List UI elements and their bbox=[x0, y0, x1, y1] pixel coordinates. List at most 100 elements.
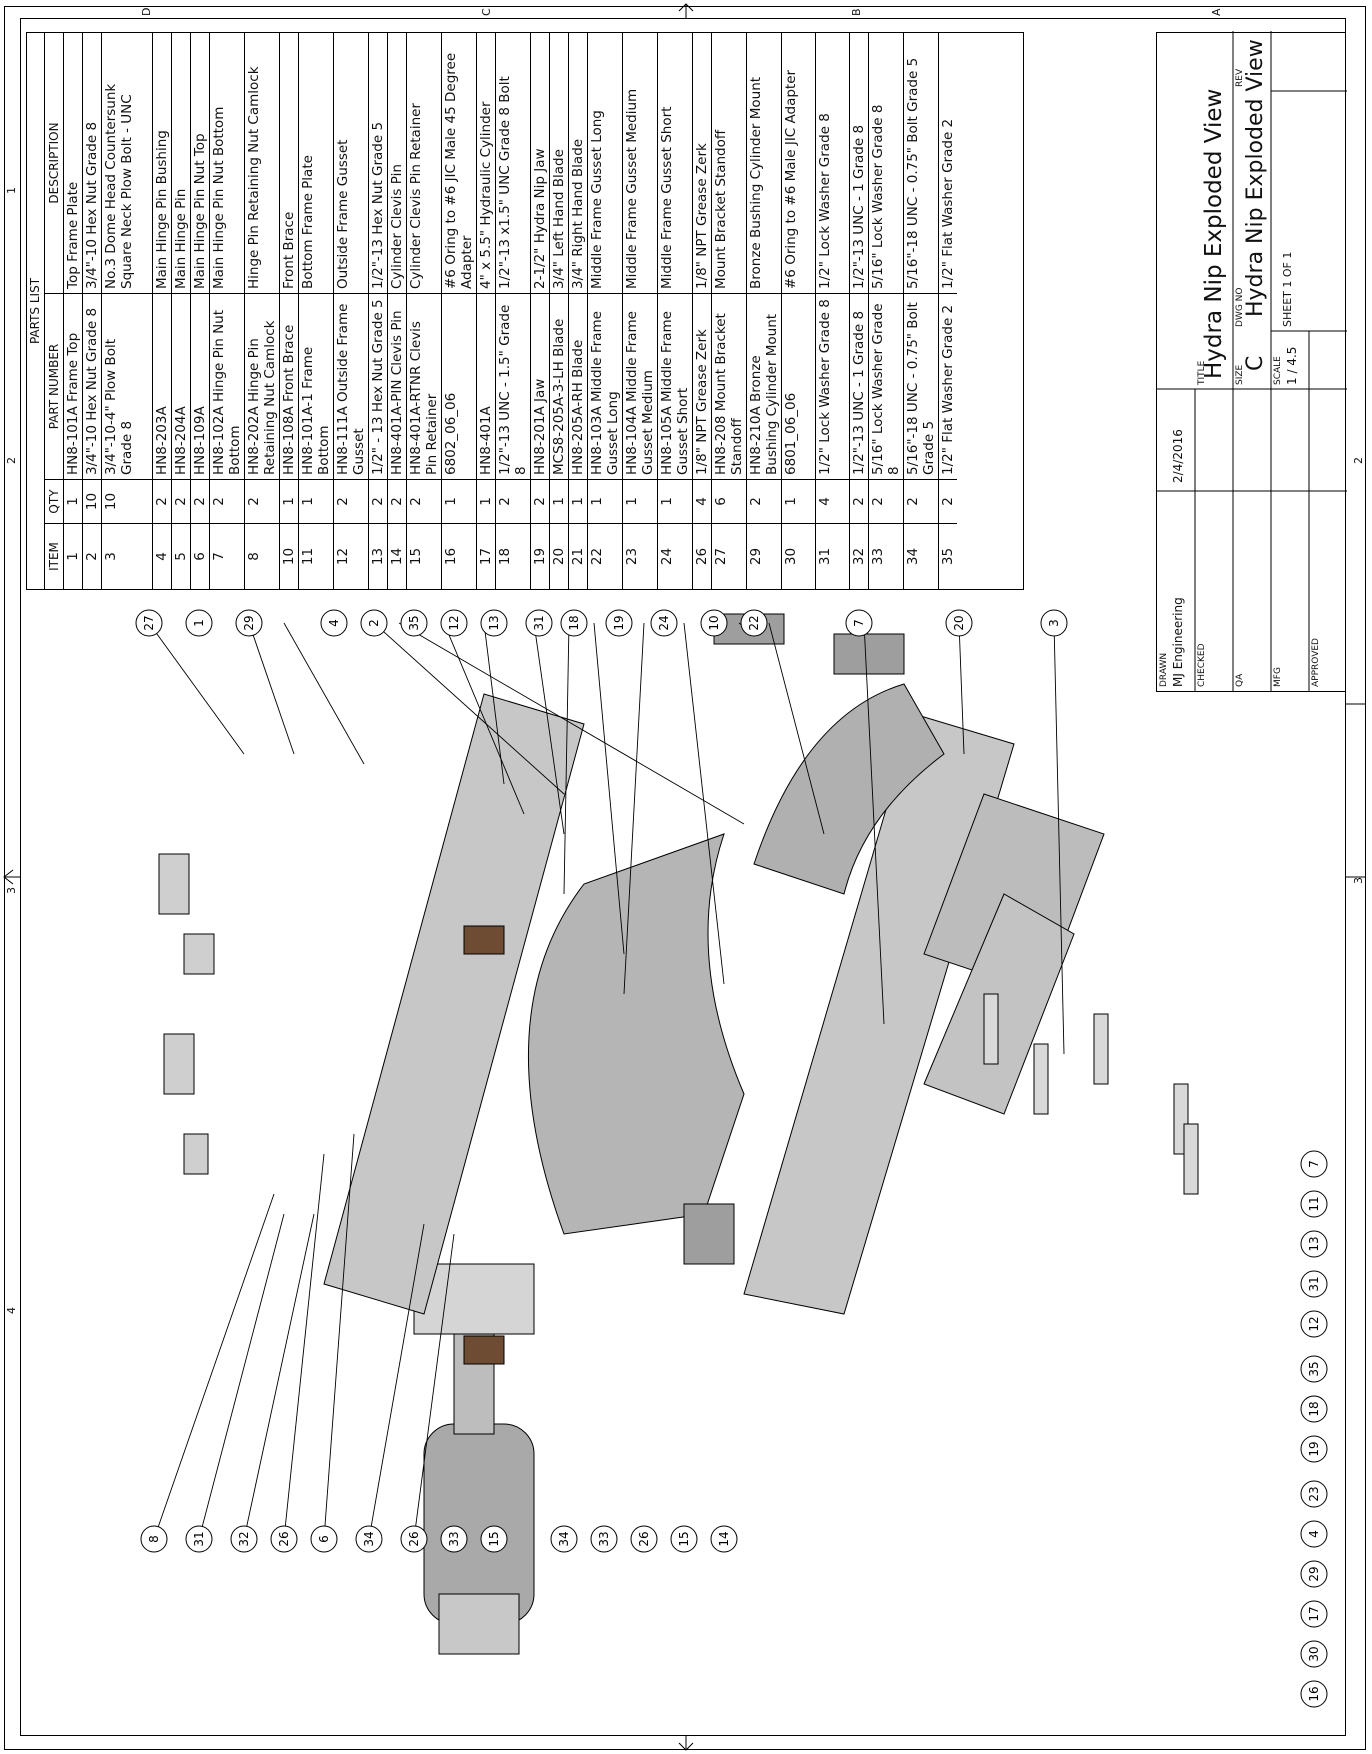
item-cell: 29 bbox=[747, 523, 781, 589]
balloon-circle bbox=[1300, 1190, 1328, 1218]
part-number-cell: 3/4"-10-4" Plow Bolt Grade 8 bbox=[102, 293, 152, 479]
qty-cell: 2 bbox=[496, 479, 530, 523]
item-cell: 31 bbox=[816, 523, 849, 589]
qty-cell: 2 bbox=[369, 479, 387, 523]
qty-cell: 1 bbox=[782, 479, 815, 523]
part-number-cell: 1/8" NPT Grease Zerk bbox=[693, 293, 711, 479]
item-cell: 32 bbox=[850, 523, 868, 589]
balloon-circle bbox=[360, 609, 388, 637]
header-part-number: PART NUMBER bbox=[45, 293, 63, 479]
balloon-label: 12 bbox=[447, 615, 461, 630]
balloon-circle bbox=[320, 609, 348, 637]
callout-balloon: 22 bbox=[740, 609, 768, 637]
balloon-label: 3 bbox=[1047, 619, 1061, 627]
balloon-circle bbox=[310, 1525, 338, 1553]
description-cell: Outside Frame Gusset bbox=[335, 139, 351, 289]
item-cell: 7 bbox=[210, 523, 244, 589]
balloon-circle bbox=[135, 609, 163, 637]
description-cell: Main Hinge Pin bbox=[173, 188, 189, 289]
balloon-circle bbox=[400, 1525, 428, 1553]
item-cell: 1 bbox=[64, 523, 82, 589]
header-qty: QTY bbox=[45, 479, 63, 523]
part-number-cell: HN8-101A Frame Top bbox=[64, 293, 82, 479]
gusset bbox=[833, 633, 905, 675]
balloon-label: 8 bbox=[147, 1535, 161, 1543]
balloon-label: 34 bbox=[362, 1531, 376, 1546]
part-number-cell: HN8-401A-PIN Clevis Pin bbox=[388, 293, 406, 479]
item-cell: 3 bbox=[102, 523, 152, 589]
qty-cell: 1 bbox=[299, 479, 333, 523]
description-cell: 1/2"-13 Hex Nut Grade 5 bbox=[370, 121, 386, 289]
balloon-label: 12 bbox=[1307, 1316, 1321, 1331]
bronze-bushing bbox=[463, 925, 505, 955]
balloon-circle bbox=[525, 609, 553, 637]
balloon-circle bbox=[355, 1525, 383, 1553]
description-cell: Hinge Pin Retaining Nut Camlock bbox=[246, 66, 262, 289]
description-cell: Main Hinge Pin Bushing bbox=[154, 130, 170, 289]
balloon-label: 16 bbox=[1307, 1686, 1321, 1701]
callout-balloon: 1 bbox=[185, 609, 213, 637]
balloon-label: 26 bbox=[277, 1531, 291, 1546]
balloon-circle bbox=[1300, 1230, 1328, 1258]
callout-balloon: 18 bbox=[560, 609, 588, 637]
item-cell: 8 bbox=[245, 523, 279, 589]
balloon-label: 7 bbox=[852, 619, 866, 627]
sheet-number: SHEET 1 OF 1 bbox=[1281, 251, 1294, 327]
drawing-title: Hydra Nip Exploded View bbox=[1201, 88, 1227, 379]
description-cell: Middle Frame Gusset Medium bbox=[624, 88, 640, 289]
part-number-cell: 1/2" Flat Washer Grade 2 bbox=[939, 293, 957, 479]
balloon-label: 35 bbox=[1307, 1361, 1321, 1376]
item-cell: 12 bbox=[334, 523, 368, 589]
balloon-circle bbox=[480, 609, 508, 637]
balloon-circle bbox=[1300, 1520, 1328, 1548]
checked-label: CHECKED bbox=[1197, 643, 1207, 687]
balloon-label: 22 bbox=[747, 615, 761, 630]
callout-balloon: 2 bbox=[360, 609, 388, 637]
part-number-cell: HN8-108A Front Brace bbox=[280, 293, 298, 479]
scale-value: 1 / 4.5 bbox=[1285, 346, 1299, 385]
item-cell: 4 bbox=[153, 523, 171, 589]
callout-balloon: 19 bbox=[1300, 1435, 1328, 1463]
balloon-label: 19 bbox=[1307, 1441, 1321, 1456]
qty-cell: 2 bbox=[407, 479, 441, 523]
part-number-cell: 1/2"-13 UNC - 1 Grade 8 bbox=[850, 293, 868, 479]
balloon-circle bbox=[440, 609, 468, 637]
balloon-label: 33 bbox=[597, 1531, 611, 1546]
balloon-circle bbox=[1300, 1600, 1328, 1628]
qty-cell: 2 bbox=[245, 479, 279, 523]
qty-cell: 2 bbox=[334, 479, 368, 523]
part-number-cell: HN8-202A Hinge Pin Retaining Nut Camlock bbox=[245, 293, 279, 479]
callout-balloon: 35 bbox=[400, 609, 428, 637]
callout-balloon: 13 bbox=[1300, 1230, 1328, 1258]
qty-cell: 2 bbox=[850, 479, 868, 523]
callout-balloon: 24 bbox=[650, 609, 678, 637]
description-cell: Bronze Bushing Cylinder Mount bbox=[748, 76, 764, 289]
qty-cell: 1 bbox=[588, 479, 622, 523]
balloon-circle bbox=[650, 609, 678, 637]
item-cell: 11 bbox=[299, 523, 333, 589]
callout-balloon: 8 bbox=[140, 1525, 168, 1553]
item-cell: 19 bbox=[531, 523, 549, 589]
qty-cell: 1 bbox=[477, 479, 495, 523]
part-number-cell: 6802_06_06 bbox=[442, 293, 476, 479]
balloon-circle bbox=[1300, 1355, 1328, 1383]
header-description: DESCRIPTION bbox=[47, 122, 61, 204]
balloon-label: 4 bbox=[1307, 1530, 1321, 1538]
callout-balloon: 35 bbox=[1300, 1355, 1328, 1383]
mfg-label: MFG bbox=[1273, 667, 1283, 687]
part-number-cell: HN8-203A bbox=[153, 293, 171, 479]
part-number-cell: HN8-103A Middle Frame Gusset Long bbox=[588, 293, 622, 479]
